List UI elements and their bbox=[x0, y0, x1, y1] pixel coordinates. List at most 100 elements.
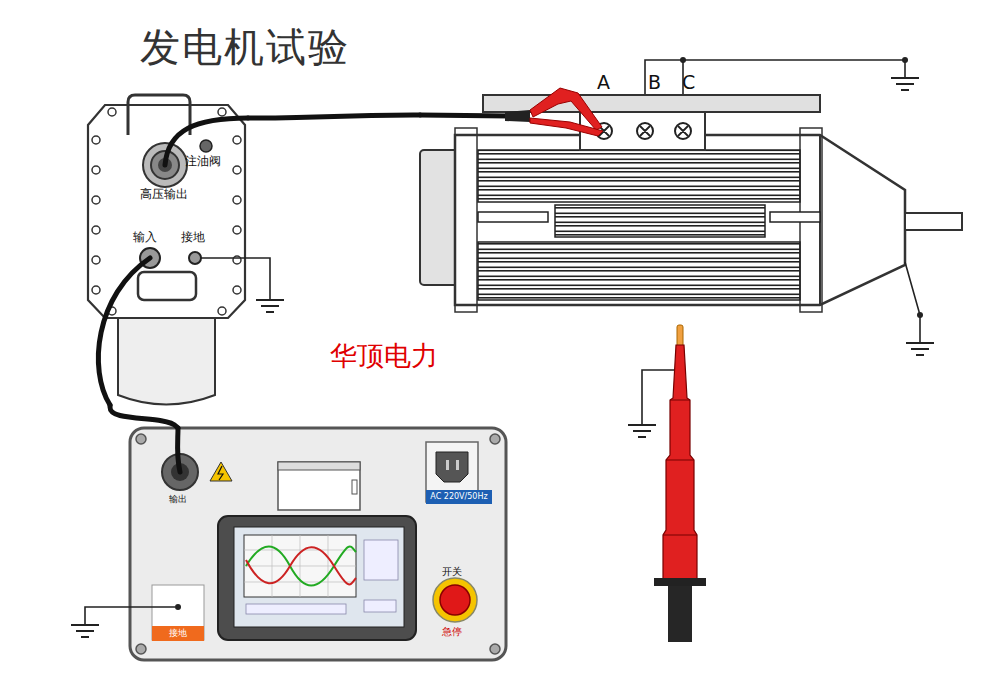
part-label: 开关 bbox=[442, 566, 462, 578]
discharge-rod-part bbox=[654, 578, 706, 586]
control-unit-part bbox=[136, 434, 500, 654]
control-unit-part bbox=[246, 546, 356, 585]
generator-drawing-part bbox=[478, 242, 800, 300]
test-transformer-part-part bbox=[233, 166, 241, 174]
ground-symbol-part bbox=[628, 425, 656, 437]
part-label: 接地 bbox=[181, 231, 205, 245]
test-cable bbox=[110, 405, 178, 428]
ground-symbol-part-part bbox=[628, 424, 656, 426]
control-unit-part bbox=[175, 604, 181, 610]
part-label: A bbox=[597, 72, 610, 94]
discharge-rod bbox=[642, 325, 706, 642]
control-unit-part-part bbox=[136, 644, 146, 654]
test-transformer-part-part bbox=[218, 307, 226, 315]
control-unit-part bbox=[244, 535, 356, 597]
test-clamp-part bbox=[505, 110, 530, 122]
ground-symbol-part-part bbox=[896, 83, 914, 85]
test-transformer-part-part bbox=[92, 166, 100, 174]
control-unit-part bbox=[436, 452, 468, 482]
discharge-rod-part bbox=[668, 586, 692, 642]
control-unit-part bbox=[178, 428, 181, 472]
ground-symbol-part bbox=[906, 343, 934, 355]
test-transformer-part-part bbox=[92, 136, 100, 144]
control-unit-part bbox=[152, 585, 204, 640]
label-text: 接地 bbox=[169, 628, 187, 638]
test-transformer-part-part bbox=[92, 286, 100, 294]
control-unit-part-part bbox=[490, 644, 500, 654]
generator-drawing-part bbox=[902, 57, 908, 63]
generator-drawing-part bbox=[555, 205, 765, 237]
ground-symbol-part-part bbox=[76, 630, 94, 632]
part-label: 高压输出 bbox=[140, 188, 188, 202]
test-clamp-part bbox=[530, 118, 603, 136]
ground-symbol-part-part bbox=[901, 89, 909, 91]
control-unit-part bbox=[433, 578, 477, 622]
ground-symbol-part-part bbox=[916, 354, 924, 356]
control-unit-part bbox=[218, 466, 223, 480]
test-transformer-part-part bbox=[92, 226, 100, 234]
control-unit-part bbox=[364, 540, 398, 580]
test-transformer-part bbox=[98, 258, 150, 405]
ground-symbol-part bbox=[891, 78, 919, 90]
test-transformer-part-part bbox=[233, 226, 241, 234]
control-unit-part bbox=[278, 462, 360, 510]
generator-drawing-part bbox=[455, 128, 477, 312]
watermark: 华顶电力 bbox=[330, 338, 438, 374]
ground-symbol-part-part bbox=[911, 348, 929, 350]
ground-symbol-part-part bbox=[81, 636, 89, 638]
test-transformer-part-part bbox=[233, 196, 241, 204]
test-transformer-part-part bbox=[233, 136, 241, 144]
control-unit bbox=[85, 428, 506, 660]
test-clamp-part bbox=[420, 115, 510, 116]
control-unit-part-part bbox=[136, 434, 146, 444]
ground-symbol-part bbox=[71, 625, 99, 637]
generator: ABC bbox=[420, 70, 825, 308]
generator-drawing-part bbox=[478, 150, 800, 202]
test-transformer-part-part bbox=[218, 108, 226, 116]
ground-symbol-part-part bbox=[638, 436, 646, 438]
test-transformer-part bbox=[201, 258, 270, 300]
test-transformer-part-part bbox=[92, 196, 100, 204]
control-unit-part-part bbox=[490, 434, 500, 444]
generator-drawing-part bbox=[455, 135, 905, 305]
control-unit-part bbox=[218, 516, 416, 640]
control-unit-part bbox=[352, 480, 357, 494]
power-label: AC 220V/50Hz bbox=[426, 490, 492, 504]
control-unit-part bbox=[130, 428, 506, 660]
generator-drawing-part bbox=[478, 212, 548, 222]
control-unit-part bbox=[456, 460, 459, 470]
control-unit-part bbox=[446, 460, 449, 470]
generator-drawing-part bbox=[917, 312, 923, 318]
ground-symbol-part-part bbox=[71, 624, 99, 626]
ground-symbol-part-part bbox=[891, 77, 919, 79]
control-unit: 输出开关急停 AC 220V/50Hz 接地 bbox=[130, 428, 506, 660]
test-transformer-part bbox=[138, 272, 196, 300]
discharge-rod-part bbox=[663, 345, 697, 580]
part-label: 输出 bbox=[169, 494, 187, 504]
test-transformer-part bbox=[92, 108, 241, 315]
test-transformer bbox=[88, 95, 270, 405]
test-transformer-part-part bbox=[108, 108, 116, 116]
ground-symbol bbox=[71, 78, 934, 637]
part-label: 急停 bbox=[442, 626, 462, 638]
discharge-rod-part bbox=[663, 400, 697, 535]
ground-symbol-part-part bbox=[906, 342, 934, 344]
title: 发电机试验 bbox=[140, 20, 350, 75]
test-transformer-part bbox=[128, 95, 190, 135]
test-transformer-part bbox=[200, 140, 212, 152]
test-transformer-part-part bbox=[92, 256, 100, 264]
control-unit-part bbox=[210, 462, 232, 481]
generator-drawing-part bbox=[596, 123, 691, 139]
control-unit-part bbox=[278, 462, 360, 470]
generator-drawing-part bbox=[599, 126, 688, 136]
ground-symbol-part bbox=[256, 300, 284, 312]
control-unit-part bbox=[246, 547, 356, 584]
test-transformer-part bbox=[118, 318, 215, 405]
generator-drawing-part bbox=[680, 57, 686, 63]
control-unit-part bbox=[244, 535, 356, 597]
test-cable bbox=[248, 115, 420, 118]
part-label: B bbox=[648, 72, 661, 94]
control-unit-part bbox=[440, 585, 470, 615]
test-transformer-part bbox=[189, 252, 201, 264]
